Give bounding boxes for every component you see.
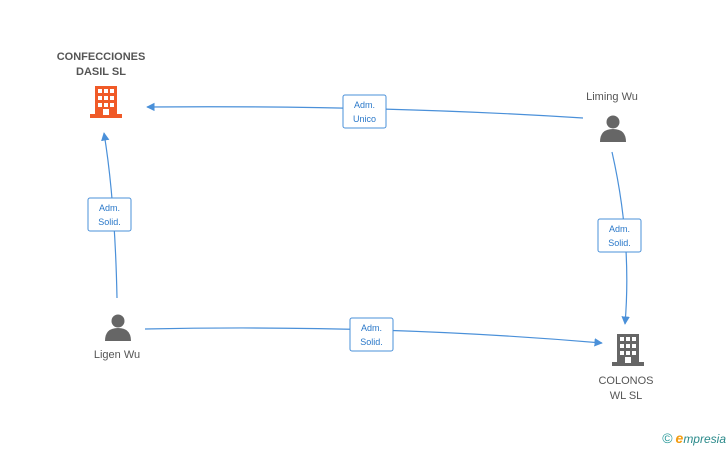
edge-label-line2: Solid. [608,238,631,248]
edge-label-line1: Adm. [354,100,375,110]
brand-logo[interactable]: empresia [676,430,726,446]
node-liming-wu[interactable]: Liming Wu [586,91,638,142]
person-name: Liming Wu [586,91,638,103]
person-icon [600,115,626,142]
edge-label-line1: Adm. [609,224,630,234]
building-icon [90,86,122,118]
edge-label-adm-solid-bottom: Adm. Solid. [349,317,394,352]
footer-brand: © empresia [662,430,726,446]
edge-label-adm-solid-left: Adm. Solid. [87,197,132,232]
node-colonos-wl[interactable]: COLONOS WL SL [598,334,654,402]
company-name-line1: COLONOS [598,375,653,387]
building-icon [612,334,644,366]
edge-label-line1: Adm. [99,203,120,213]
edge-label-line1: Adm. [361,323,382,333]
node-ligen-wu[interactable]: Ligen Wu [94,314,140,362]
edge-label-line2: Solid. [98,217,121,227]
brand-initial: e [675,430,684,446]
company-name-line2: DASIL SL [76,66,126,78]
edge-label-adm-unico: Adm. Unico [342,94,387,129]
person-name: Ligen Wu [94,349,140,361]
company-name-line2: WL SL [610,390,643,402]
copyright-icon: © [662,430,673,446]
edge-label-line2: Unico [353,114,376,124]
edge-label-line2: Solid. [360,337,383,347]
company-name-line1: CONFECCIONES [57,51,146,63]
node-confecciones-dasil[interactable]: CONFECCIONES DASIL SL [57,51,146,118]
brand-name: mpresia [683,432,726,446]
edge-label-adm-solid-right: Adm. Solid. [597,218,642,253]
person-icon [105,314,131,341]
